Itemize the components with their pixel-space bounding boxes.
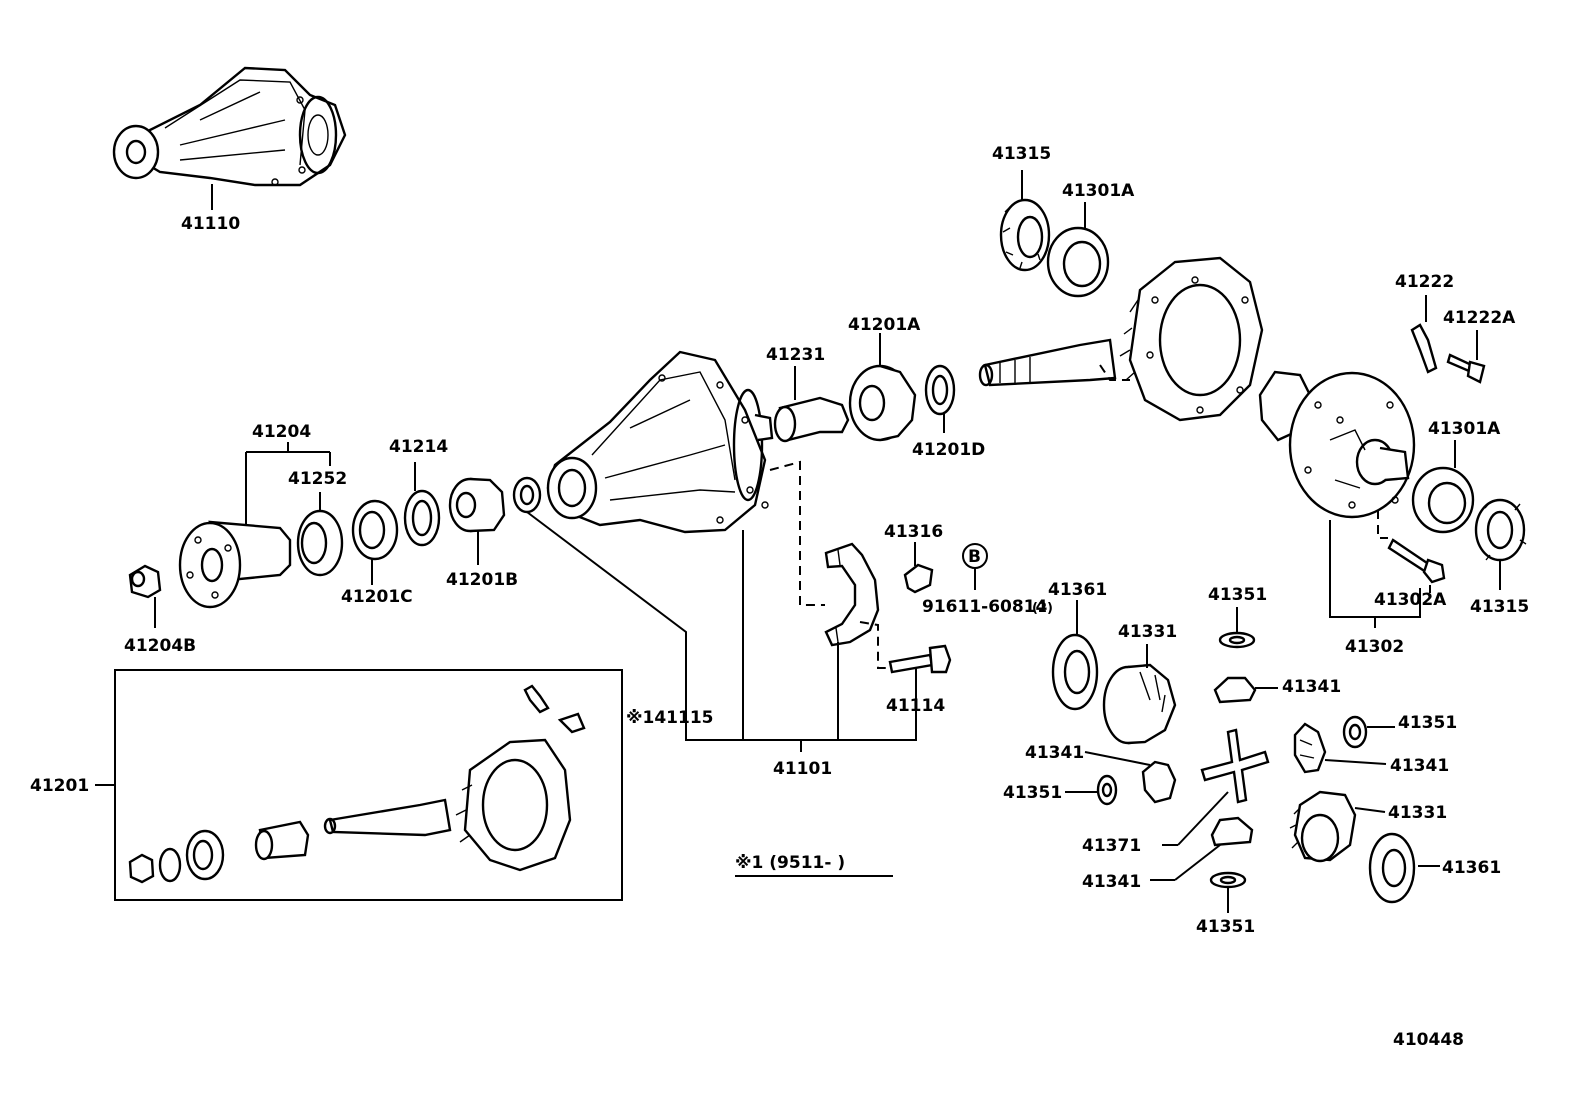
part-label-41252: 41252 — [288, 469, 347, 489]
pinion-gear-bottom-illustration — [1150, 816, 1254, 881]
side-gear-washer-left-illustration — [1051, 600, 1099, 711]
part-label-41222A: 41222A — [1443, 308, 1516, 328]
reference-letter-b: B — [968, 547, 981, 567]
thrust-washer-top-illustration — [1218, 607, 1256, 649]
part-label-41214: 41214 — [389, 437, 448, 457]
part-label-41301A-right: 41301A — [1428, 419, 1501, 439]
bearing-cone-top-illustration — [999, 170, 1051, 272]
differential-assembly-illustration — [112, 66, 347, 187]
carrier-housing-illustration — [546, 350, 774, 534]
part-label-41115: ※141115 — [626, 708, 714, 728]
gear-kit-contents-illustration — [128, 684, 586, 884]
figure-number: 410448 — [1393, 1030, 1464, 1050]
bearing-cap-illustration — [824, 542, 880, 647]
part-label-41351-mid: 41351 — [1398, 713, 1457, 733]
footnote-applicability: ※1 (9511- ) — [735, 853, 845, 873]
oil-seal-41201C-illustration — [351, 499, 399, 585]
part-label-41371: 41371 — [1082, 836, 1141, 856]
pinion-bearing-41201A-illustration — [848, 333, 917, 442]
part-label-41361-right: 41361 — [1442, 858, 1501, 878]
part-label-41341-mid: 41341 — [1390, 756, 1449, 776]
differential-case-illustration — [1258, 370, 1416, 519]
bolt-part-number: 91611-60814 — [922, 597, 1048, 617]
part-label-41231: 41231 — [766, 345, 825, 365]
part-label-41315-top: 41315 — [992, 144, 1051, 164]
part-label-41331-top: 41331 — [1118, 622, 1177, 642]
part-label-41204: 41204 — [252, 422, 311, 442]
part-label-41201C: 41201C — [341, 587, 413, 607]
pinion-bearing-41201B-illustration — [448, 477, 506, 565]
case-bolt-41302A-illustration — [1387, 538, 1446, 593]
part-label-41341-left: 41341 — [1025, 743, 1084, 763]
pinion-gear-top-illustration — [1213, 676, 1278, 704]
bearing-cup-top-illustration — [1046, 202, 1110, 298]
side-gear-washer-right-illustration — [1368, 832, 1440, 904]
spacer-41231-illustration — [773, 366, 850, 443]
pinion-gear-right-illustration — [1293, 722, 1387, 774]
clip-41316-illustration — [903, 542, 934, 594]
part-label-41351-bottom: 41351 — [1196, 917, 1255, 937]
drive-pinion-ring-gear-illustration — [978, 256, 1264, 422]
part-label-41351-left: 41351 — [1003, 783, 1062, 803]
washer-41201D-illustration — [924, 364, 956, 433]
oil-slinger-41214-illustration — [403, 462, 441, 547]
part-label-41201A: 41201A — [848, 315, 921, 335]
flange-nut-illustration — [128, 564, 162, 628]
part-label-41101: 41101 — [773, 759, 832, 779]
thrust-washer-left-illustration — [1065, 774, 1118, 806]
part-label-41201: 41201 — [30, 776, 89, 796]
part-label-41302A: 41302A — [1374, 590, 1447, 610]
part-label-41351-top: 41351 — [1208, 585, 1267, 605]
companion-flange-illustration — [178, 520, 292, 609]
part-label-41201B: 41201B — [446, 570, 518, 590]
oil-deflector-41252-illustration — [296, 492, 344, 577]
part-label-41204B: 41204B — [124, 636, 196, 656]
bolt-quantity: (2) — [1032, 601, 1053, 616]
bearing-cup-right-illustration — [1411, 440, 1475, 534]
part-label-41316: 41316 — [884, 522, 943, 542]
part-label-41331-bottom: 41331 — [1388, 803, 1447, 823]
side-gear-top-illustration — [1102, 644, 1177, 745]
part-label-41222: 41222 — [1395, 272, 1454, 292]
adjusting-nut-lock-illustration — [1410, 295, 1486, 384]
part-label-41341-top: 41341 — [1282, 677, 1341, 697]
front-seal-illustration — [512, 476, 542, 514]
pinion-shaft-illustration — [1162, 728, 1270, 846]
part-label-41114: 41114 — [886, 696, 945, 716]
side-gear-bottom-illustration — [1289, 790, 1386, 863]
part-label-41341-bottom: 41341 — [1082, 872, 1141, 892]
part-label-41110: 41110 — [181, 214, 240, 234]
cap-bolt-41114-illustration — [888, 644, 952, 674]
thrust-washer-mid-illustration — [1342, 715, 1395, 749]
thrust-washer-bottom-illustration — [1209, 871, 1247, 913]
part-label-41315-right: 41315 — [1470, 597, 1529, 617]
part-label-41201D: 41201D — [912, 440, 985, 460]
pinion-gear-left-illustration — [1084, 751, 1177, 804]
part-label-41361-left: 41361 — [1048, 580, 1107, 600]
bearing-cone-right-illustration — [1474, 498, 1527, 590]
part-label-41301A-top: 41301A — [1062, 181, 1135, 201]
part-label-41302: 41302 — [1345, 637, 1404, 657]
